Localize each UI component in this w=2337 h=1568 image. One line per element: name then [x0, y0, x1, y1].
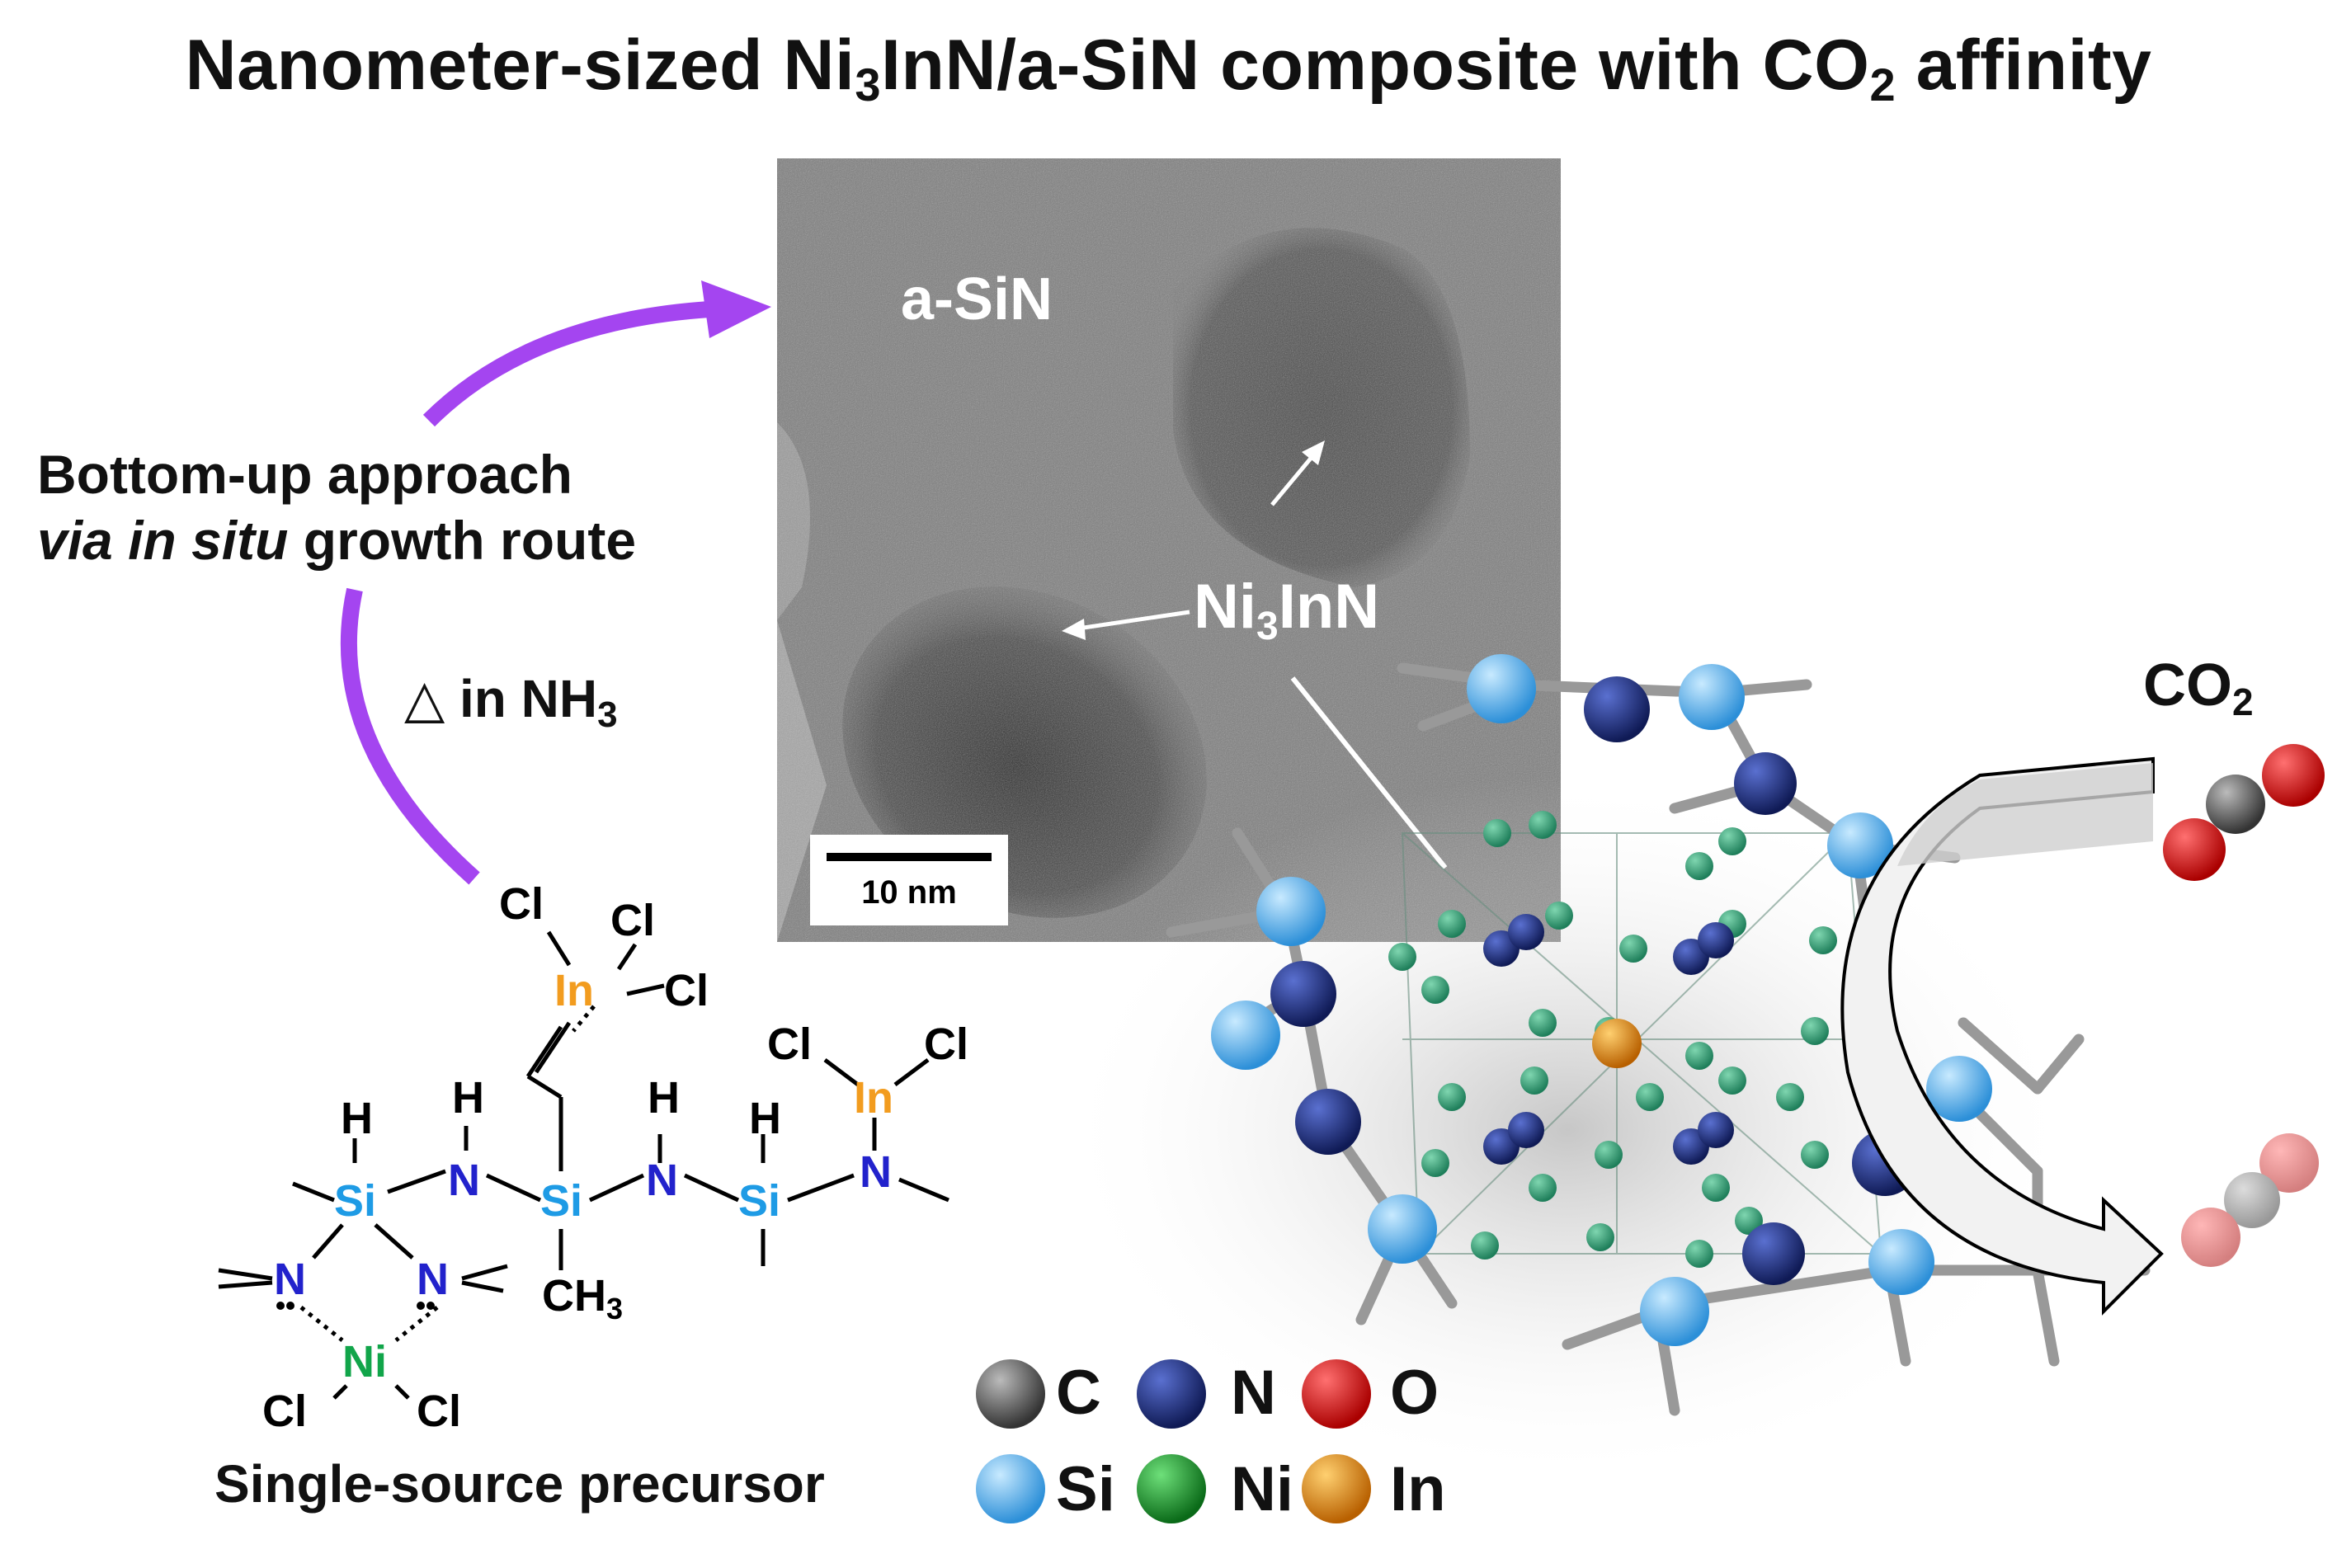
atom-ni: Ni: [342, 1337, 387, 1387]
atom-cl: Cl: [610, 896, 655, 945]
tem-texture: [777, 158, 1561, 942]
legend-label-o: O: [1390, 1358, 1439, 1428]
atom-cl: Cl: [499, 879, 544, 929]
atom-si: Si: [738, 1176, 781, 1226]
legend-ball-n: [1137, 1359, 1206, 1429]
atom-n: N: [448, 1156, 480, 1205]
legend-ball-in: [1302, 1454, 1371, 1523]
atom-cl: Cl: [417, 1387, 461, 1436]
atom-n: N: [860, 1147, 892, 1197]
atom-n: N: [274, 1255, 306, 1304]
legend-ball-ni: [1137, 1454, 1206, 1523]
atom-n: N: [646, 1156, 678, 1205]
ni3inn-label: Ni3InN: [1194, 572, 1380, 648]
scale-bar-line: [827, 853, 992, 861]
atom-h: H: [648, 1073, 680, 1123]
asin-label: a-SiN: [901, 266, 1053, 332]
legend-label-c: C: [1056, 1358, 1101, 1428]
legend-label-si: Si: [1056, 1454, 1115, 1524]
legend-ball-si: [976, 1454, 1045, 1523]
legend-label-n: N: [1231, 1358, 1276, 1428]
approach-text: Bottom-up approach via in situ growth ro…: [37, 444, 637, 571]
precursor-label: Single-source precursor: [214, 1454, 825, 1514]
heat-condition: △ in NH3: [404, 669, 618, 735]
atom-cl: Cl: [924, 1019, 968, 1069]
figure-title: Nanometer-sized Ni3InN/a-SiN composite w…: [185, 26, 2152, 111]
legend-ball-o: [1302, 1359, 1371, 1429]
atom-in: In: [854, 1073, 893, 1123]
atom-cl: Cl: [262, 1387, 307, 1436]
atom-ch3: CH3: [542, 1271, 624, 1326]
co2-label: CO2: [2143, 652, 2254, 723]
atom-h: H: [749, 1094, 781, 1143]
legend-ball-c: [976, 1359, 1045, 1429]
atom-si: Si: [334, 1176, 377, 1226]
atom-in: In: [554, 966, 594, 1015]
atom-cl: Cl: [664, 966, 709, 1015]
atom-h: H: [452, 1073, 484, 1123]
atom-h: H: [341, 1094, 373, 1143]
atom-n: N: [417, 1255, 449, 1304]
atom-si: Si: [540, 1176, 583, 1226]
scale-bar-label: 10 nm: [861, 874, 957, 911]
legend-label-in: In: [1390, 1454, 1446, 1524]
legend-label-ni: Ni: [1231, 1454, 1293, 1524]
scale-bar: 10 nm: [810, 835, 1008, 925]
atom-cl: Cl: [767, 1019, 812, 1069]
tem-micrograph: a-SiN Ni3InN 10 nm: [777, 158, 1561, 942]
